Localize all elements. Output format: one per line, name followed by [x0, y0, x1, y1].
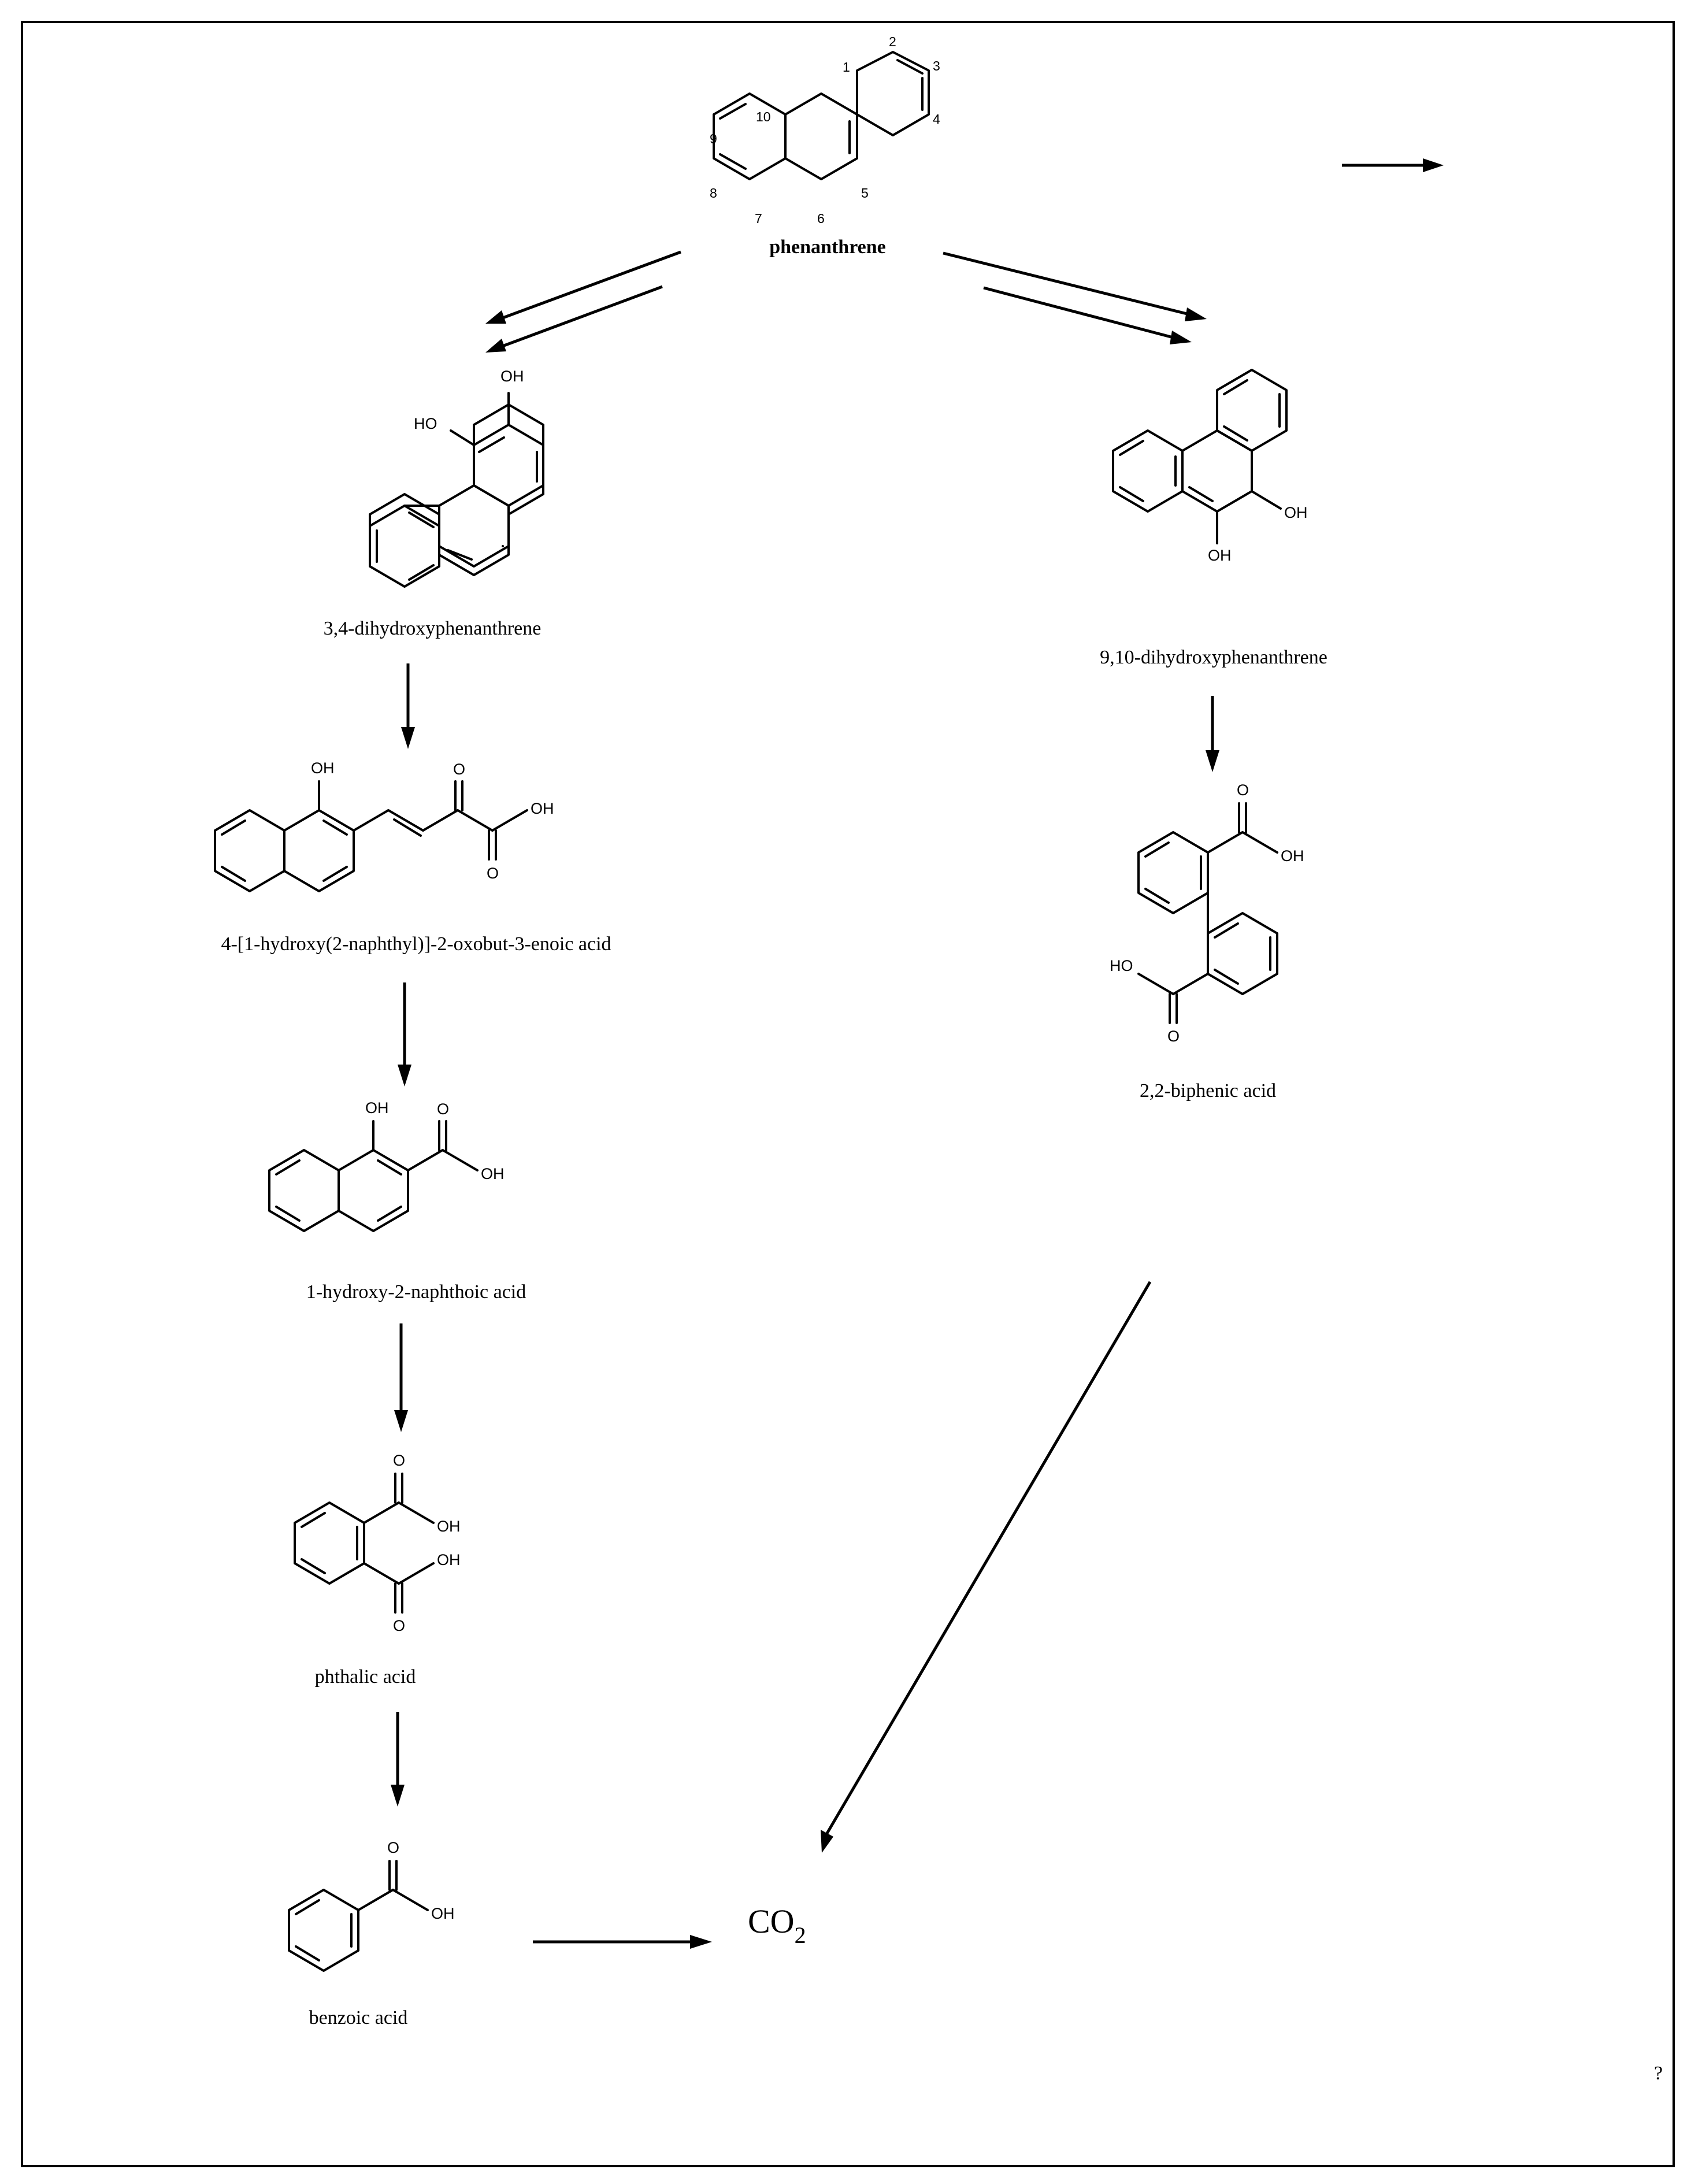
co2-label: CO2 [748, 1903, 806, 1948]
dihydroxy34-ho-left: HO [414, 415, 437, 432]
arrow-to-34-dihydroxy [485, 250, 681, 353]
hydroxynaphthyl-acid-o-acid: O [487, 865, 499, 882]
biphenic-acid-o-bottom: O [1167, 1028, 1180, 1045]
naphthoic-acid-oh-ring: OH [365, 1099, 389, 1117]
dihydroxy910-oh-right: OH [1284, 504, 1308, 521]
label-hydroxynaphthyl-oxobutenoic-acid: 4-[1-hydroxy(2-naphthyl)]-2-oxobut-3-eno… [221, 933, 611, 955]
phthalic-acid-oh-top: OH [437, 1518, 461, 1535]
biphenic-acid-ho-bottom: HO [1110, 957, 1133, 974]
label-22-biphenic-acid: 2,2-biphenic acid [1140, 1080, 1276, 1102]
label-34-dihydroxyphenanthrene: 3,4-dihydroxyphenanthrene [324, 618, 542, 639]
dihydroxy34-oh-top: OH [500, 368, 524, 385]
ring-number-5: 5 [861, 186, 869, 201]
hydroxynaphthyl-acid-oh-acid: OH [531, 800, 554, 817]
arrow-to-910-dihydroxy [943, 251, 1207, 344]
naphthoic-acid-o-carbonyl: O [437, 1100, 449, 1118]
ring-number-2: 2 [889, 34, 896, 49]
ring-number-3: 3 [933, 58, 940, 73]
co2-subscript: 2 [795, 1922, 806, 1948]
biphenic-acid-o-top: O [1237, 781, 1249, 799]
ring-number-9: 9 [710, 131, 717, 146]
phthalic-acid-o-top: O [393, 1452, 405, 1469]
benzoic-acid-oh: OH [431, 1905, 455, 1922]
benzoic-acid-structure [288, 1860, 429, 1972]
ring-number-8: 8 [710, 186, 717, 201]
phthalic-acid-structure [294, 1473, 435, 1614]
phthalic-acid-o-bottom: O [393, 1617, 405, 1634]
label-phenanthrene: phenanthrene [769, 236, 886, 258]
naphthoic-acid-structure [268, 1120, 479, 1232]
ring-number-4: 4 [933, 112, 940, 127]
arrow-biphenic-to-co2 [825, 1281, 1152, 1836]
ring-number-10: 10 [756, 109, 771, 124]
label-phthalic-acid: phthalic acid [315, 1666, 416, 1688]
phthalic-acid-oh-bottom: OH [437, 1551, 461, 1569]
benzoic-acid-o: O [387, 1839, 399, 1856]
dihydroxy910-structure [1112, 369, 1288, 544]
co2-main: CO [748, 1903, 795, 1940]
biphenic-acid-oh-top: OH [1281, 847, 1304, 865]
page-frame [21, 21, 1675, 2167]
naphthoic-acid-oh-acid: OH [481, 1165, 505, 1182]
phenanthrene-structure [713, 51, 930, 180]
hydroxynaphthyl-acid-structure [214, 780, 528, 892]
ring-number-6: 6 [817, 211, 825, 226]
hydroxynaphthyl-acid-oh-ring: OH [311, 759, 335, 777]
dihydroxy34-rings [369, 392, 544, 588]
ring-number-1: 1 [843, 60, 850, 75]
footer-mark: ? [1654, 2063, 1663, 2084]
ring-number-7: 7 [755, 211, 762, 226]
dihydroxy910-oh-bottom: OH [1208, 547, 1232, 564]
label-910-dihydroxyphenanthrene: 9,10-dihydroxyphenanthrene [1100, 647, 1327, 668]
phenanthrene-ring-numbers: 1 2 3 4 5 6 7 8 9 10 [710, 34, 940, 226]
hydroxynaphthyl-acid-o-keto: O [453, 761, 465, 778]
label-benzoic-acid: benzoic acid [309, 2007, 408, 2029]
biphenic-acid-structure [1137, 802, 1278, 1024]
label-1-hydroxy-2-naphthoic-acid: 1-hydroxy-2-naphthoic acid [306, 1281, 526, 1303]
